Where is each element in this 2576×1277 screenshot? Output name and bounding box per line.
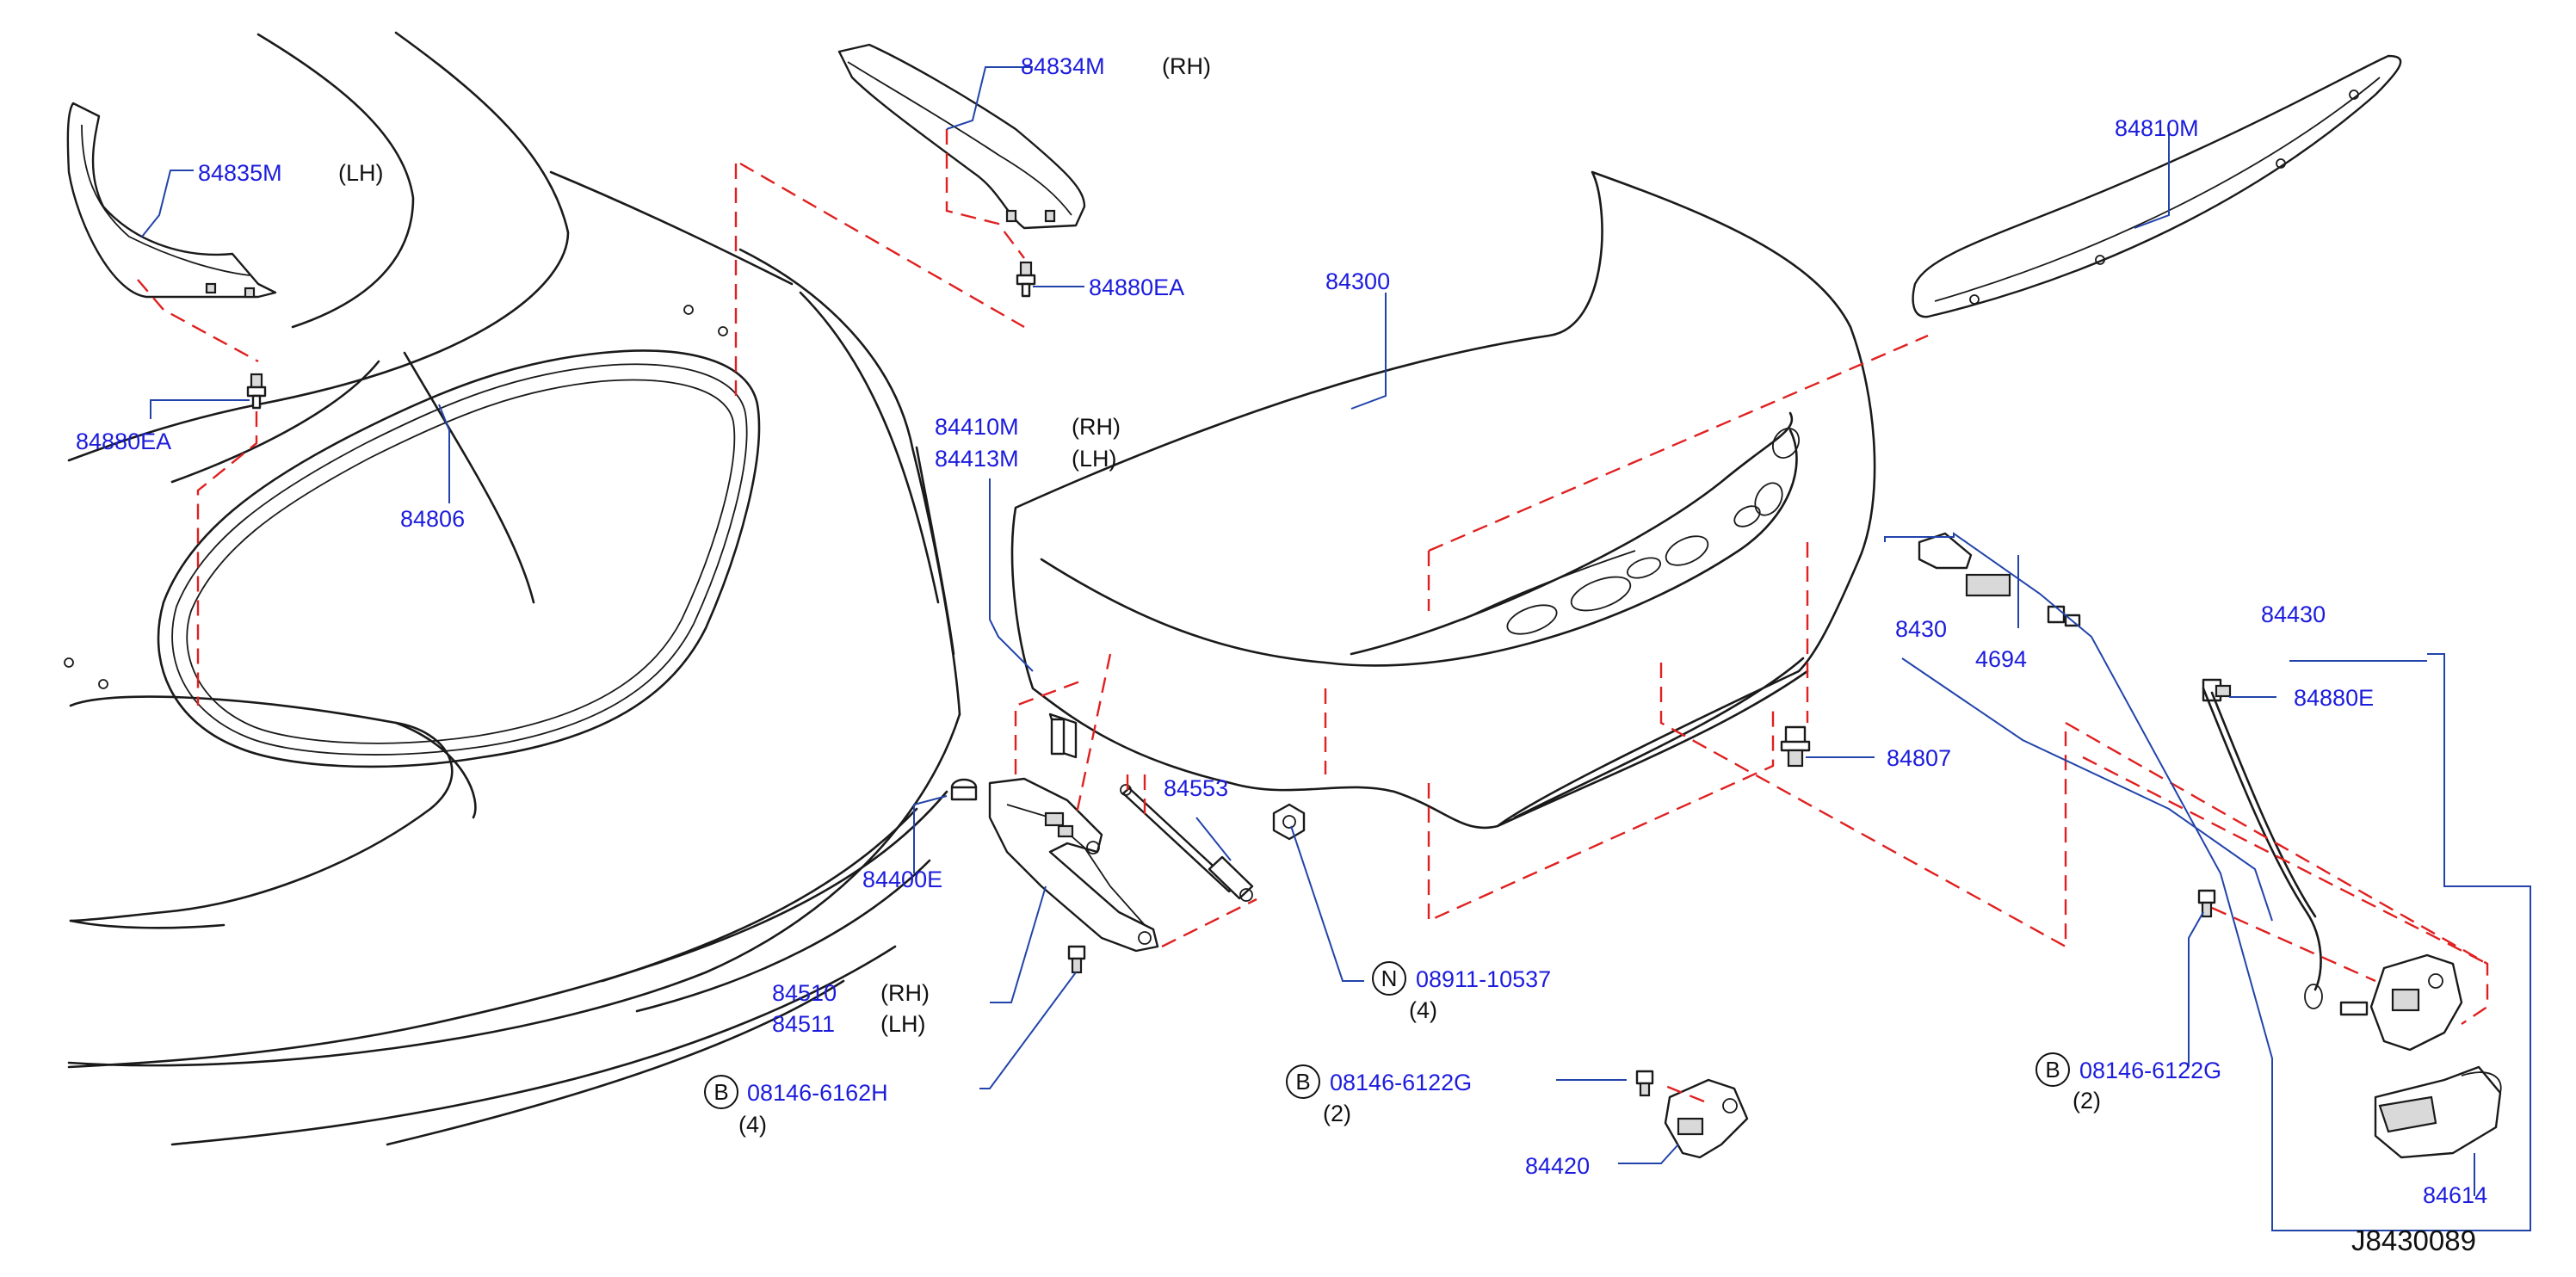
leader-lines [141, 66, 2531, 1231]
label-84420: 84420 [1525, 1153, 1590, 1179]
clip-84880EA-top [1016, 261, 1036, 298]
label-84880EA-left: 84880EA [76, 429, 171, 454]
label-84413M-side: (LH) [1072, 446, 1117, 472]
label-84806: 84806 [400, 506, 465, 532]
label-84835M: 84835M [198, 160, 282, 186]
diagram-reference-code: J8430089 [2351, 1225, 2476, 1256]
bolt-right-circle [2035, 1052, 2070, 1087]
lock-assembly-right [2197, 889, 2463, 1052]
label-84511: 84511 [772, 1011, 835, 1037]
latch-84420 [1635, 1070, 1749, 1159]
clip-84880E [2202, 678, 2232, 702]
label-84810M: 84810M [2115, 115, 2199, 141]
bolt-left-letter: B [713, 1079, 728, 1105]
car-body-outline [64, 31, 961, 1146]
label-4694-partial: 4694 [1975, 646, 2027, 672]
label-84880E: 84880E [2294, 685, 2374, 711]
hinge-assembly [988, 713, 1159, 974]
label-bolt-right: 08146-6122G [2079, 1058, 2221, 1083]
label-84300: 84300 [1325, 268, 1390, 294]
label-84614: 84614 [2423, 1182, 2487, 1208]
label-bolt-mid-qty: (2) [1323, 1101, 1351, 1126]
bolt-left-circle [704, 1075, 738, 1109]
stopper-84400E [950, 778, 978, 801]
label-84880EA-top: 84880EA [1089, 275, 1184, 300]
label-bolt-left: 08146-6162H [747, 1080, 888, 1106]
label-84807: 84807 [1887, 745, 1951, 771]
bolt-right-letter: B [2045, 1057, 2060, 1083]
label-84510: 84510 [772, 980, 837, 1006]
label-84410M: 84410M [935, 414, 1019, 440]
bolt-mid-circle [1286, 1064, 1320, 1099]
label-nut-qty: (4) [1409, 997, 1437, 1023]
trim-84834M [837, 43, 1086, 230]
label-84400E: 84400E [862, 867, 942, 892]
gas-strut [1120, 784, 1254, 902]
label-84835M-side: (LH) [338, 160, 384, 186]
hidden-lines [137, 129, 2489, 1103]
label-nut: 08911-10537 [1416, 966, 1551, 992]
label-84430: 84430 [2261, 601, 2326, 627]
clip-84880EA-left [246, 373, 267, 410]
release-cable [2202, 687, 2323, 1009]
rear-spoiler [1912, 54, 2402, 318]
label-84410M-side: (RH) [1072, 414, 1121, 440]
trim-84835M [66, 102, 277, 299]
label-bolt-right-qty: (2) [2073, 1088, 2101, 1114]
label-84834M: 84834M [1021, 53, 1105, 79]
cover-84614 [2374, 1065, 2502, 1159]
label-8430-partial: 8430 [1895, 616, 1947, 642]
handle-4694-assembly [1918, 532, 2081, 627]
bumper-84807 [1780, 725, 1811, 768]
label-bolt-mid: 08146-6122G [1330, 1070, 1472, 1095]
label-84834M-side: (RH) [1162, 53, 1211, 79]
bolt-mid-letter: B [1295, 1069, 1310, 1095]
label-84511-side: (LH) [880, 1011, 926, 1037]
nut-letter: N [1381, 965, 1398, 991]
part-labels: 84835M (LH) 84834M (RH) 84880EA 84880EA … [76, 53, 2487, 1256]
label-bolt-left-qty: (4) [738, 1112, 767, 1138]
label-84510-side: (RH) [880, 980, 930, 1006]
label-84553: 84553 [1164, 775, 1228, 801]
trunk-lid [1010, 170, 1876, 830]
nut-circle [1372, 961, 1406, 996]
nut-08911-10537 [1272, 803, 1306, 841]
label-84413M: 84413M [935, 446, 1019, 472]
